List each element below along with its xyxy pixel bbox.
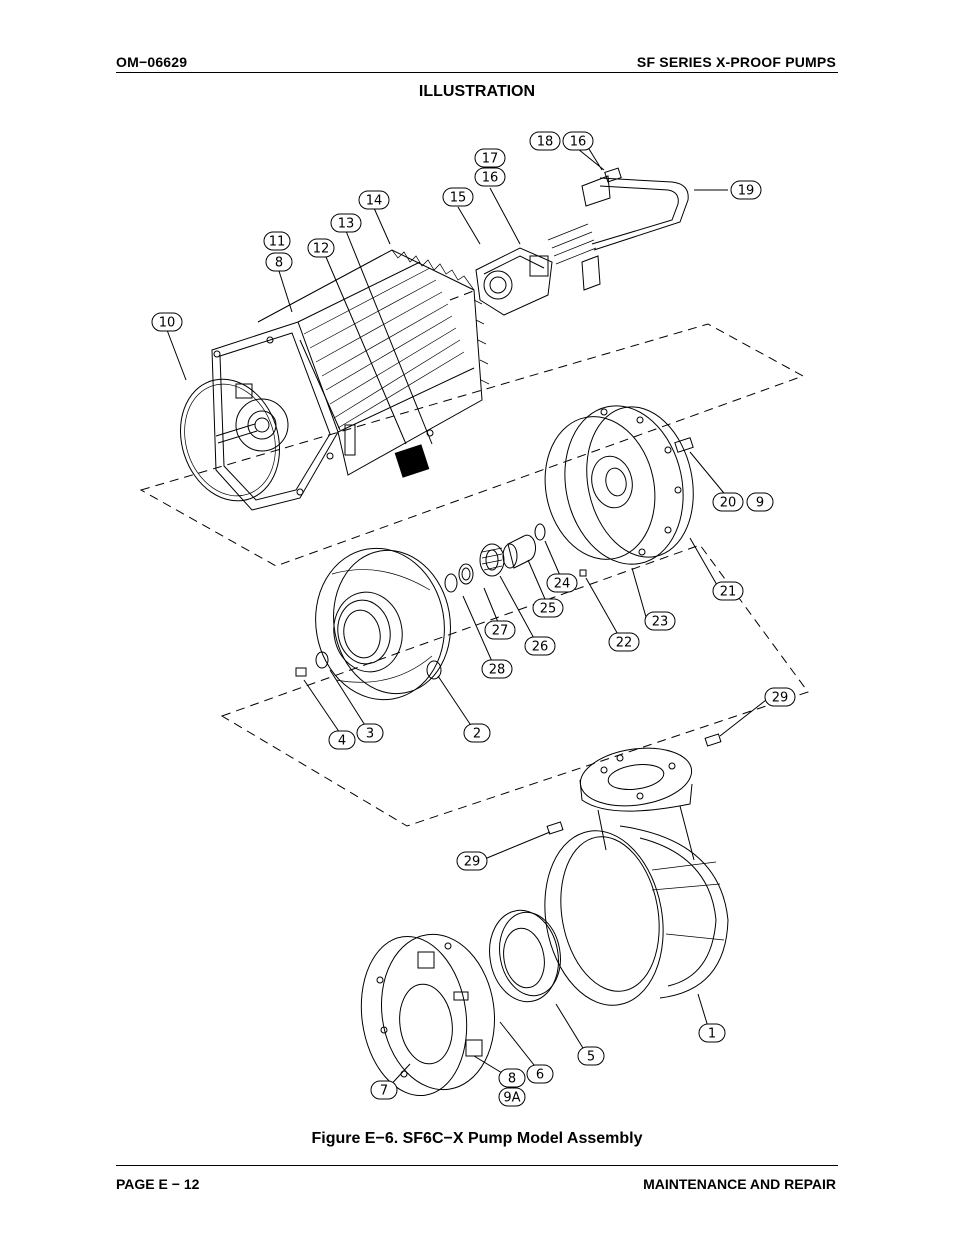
header-rule — [116, 72, 838, 73]
callout-7: 7 — [370, 1080, 398, 1100]
seal-components — [444, 523, 587, 593]
callout-label: 16 — [570, 135, 587, 150]
callout-11: 11 — [263, 231, 291, 251]
callout-label: 14 — [366, 194, 383, 209]
callout-label: 27 — [492, 624, 509, 639]
callout-label: 11 — [269, 235, 286, 250]
callout-label: 7 — [380, 1084, 388, 1099]
callout-label: 12 — [313, 242, 330, 257]
document-number: OM−06629 — [116, 54, 188, 70]
figure-caption: Figure E−6. SF6C−X Pump Model Assembly — [311, 1130, 643, 1147]
section-title: ILLUSTRATION — [418, 83, 536, 100]
cable-conduit — [581, 167, 689, 291]
callout-29: 29 — [456, 851, 488, 871]
callout-label: 23 — [652, 615, 669, 630]
callout-label: 29 — [772, 691, 789, 706]
callout-label: 29 — [464, 855, 481, 870]
footer-rule — [116, 1165, 838, 1166]
callout-label: 9 — [756, 496, 764, 511]
callout-19: 19 — [730, 180, 762, 200]
callout-24: 24 — [546, 573, 578, 593]
callout-3: 3 — [356, 723, 384, 743]
callout-label: 5 — [587, 1050, 595, 1065]
callout-label: 1 — [708, 1027, 716, 1042]
callout-28: 28 — [481, 659, 513, 679]
callout-1: 1 — [698, 1023, 726, 1043]
impeller — [295, 547, 451, 701]
callout-15: 15 — [442, 187, 474, 207]
callout-2: 2 — [463, 723, 491, 743]
callout-label: 16 — [482, 171, 499, 186]
callout-label: 19 — [738, 184, 755, 199]
callout-27: 27 — [484, 620, 516, 640]
callout-label: 20 — [720, 496, 737, 511]
callout-label: 24 — [554, 577, 571, 592]
callout-label: 6 — [536, 1068, 544, 1083]
callout-label: 8 — [275, 256, 283, 271]
callout-20: 20 — [712, 492, 744, 512]
series-title: SF SERIES X-PROOF PUMPS — [636, 54, 836, 70]
section-name: MAINTENANCE AND REPAIR — [643, 1176, 836, 1192]
seal-plate — [544, 405, 694, 565]
callout-label: 10 — [159, 316, 176, 331]
terminal-box — [449, 223, 597, 316]
callout-label: 2 — [473, 727, 481, 742]
callout-label: 18 — [537, 135, 554, 150]
suction-head — [360, 933, 496, 1097]
callout-22: 22 — [608, 632, 640, 652]
callout-17: 17 — [474, 148, 506, 168]
motor-assembly-boundary — [139, 323, 805, 567]
callout-26: 26 — [524, 636, 556, 656]
callout-16: 16 — [562, 131, 594, 151]
motor — [179, 249, 490, 511]
callout-16: 16 — [474, 167, 506, 187]
callout-label: 21 — [720, 585, 737, 600]
callout-12: 12 — [307, 238, 335, 258]
callout-label: 13 — [338, 217, 355, 232]
callout-label: 25 — [540, 602, 557, 617]
callout-label: 3 — [366, 727, 374, 742]
page-number: PAGE E − 12 — [116, 1176, 200, 1192]
callout-14: 14 — [358, 190, 390, 210]
callout-25: 25 — [532, 598, 564, 618]
callout-23: 23 — [644, 611, 676, 631]
callout-label: 17 — [482, 152, 499, 167]
callout-label: 28 — [489, 663, 506, 678]
callout-9A: 9A — [498, 1087, 526, 1107]
callout-label: 15 — [450, 191, 467, 206]
callout-label: 8 — [508, 1072, 516, 1087]
callout-13: 13 — [330, 213, 362, 233]
callout-8: 8 — [498, 1068, 526, 1088]
callout-label: 9A — [503, 1091, 520, 1106]
callout-6: 6 — [526, 1064, 554, 1084]
callout-29: 29 — [764, 687, 796, 707]
callout-label: 4 — [338, 734, 346, 749]
callout-10: 10 — [151, 312, 183, 332]
callout-5: 5 — [577, 1046, 605, 1066]
pump-casing — [544, 733, 729, 1006]
callout-9: 9 — [746, 492, 774, 512]
callout-label: 26 — [532, 640, 549, 655]
callout-18: 18 — [529, 131, 561, 151]
wear-ring — [489, 909, 561, 1003]
callout-label: 22 — [616, 636, 633, 651]
callout-8: 8 — [265, 252, 293, 272]
callout-21: 21 — [712, 581, 744, 601]
callout-4: 4 — [328, 730, 356, 750]
